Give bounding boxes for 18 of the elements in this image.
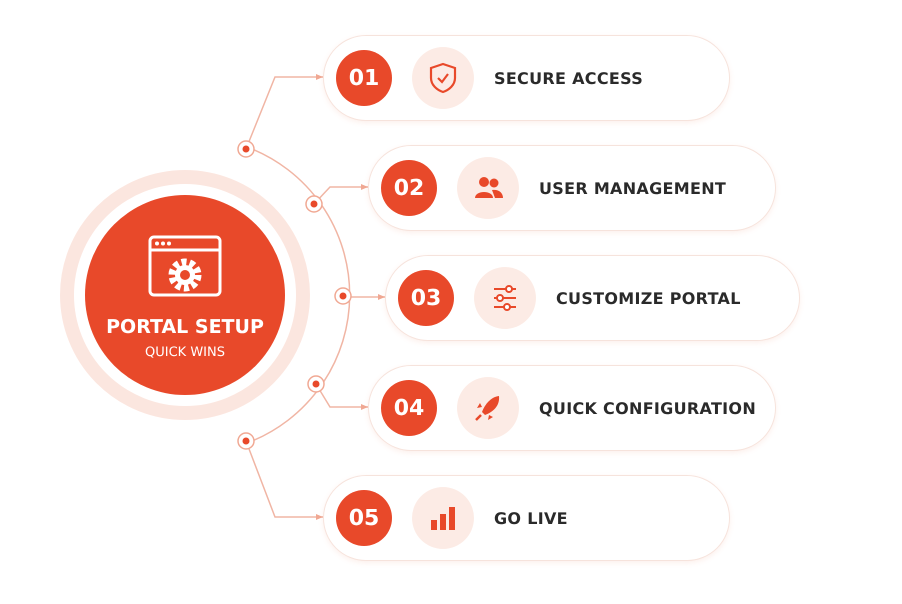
connector-arrow [307, 375, 368, 410]
step-number: 02 [381, 160, 437, 216]
step-number: 03 [398, 270, 454, 326]
step-label: CUSTOMIZE PORTAL [556, 288, 741, 310]
connector-arrow [305, 184, 368, 213]
step-label: USER MANAGEMENT [539, 178, 726, 200]
step-number: 01 [336, 50, 392, 106]
step-label: QUICK CONFIGURATION [539, 398, 756, 420]
step-label: SECURE ACCESS [494, 68, 644, 90]
step-number: 05 [336, 490, 392, 546]
step-number: 04 [381, 380, 437, 436]
connector-arrow [237, 74, 323, 158]
hub-subtitle: QUICK WINS [144, 345, 226, 360]
hub-title: PORTAL SETUP [105, 316, 265, 338]
connector-arrow [334, 287, 385, 305]
hub-circle [85, 195, 285, 395]
connector-arrow [237, 432, 323, 520]
step-label: GO LIVE [494, 508, 568, 530]
